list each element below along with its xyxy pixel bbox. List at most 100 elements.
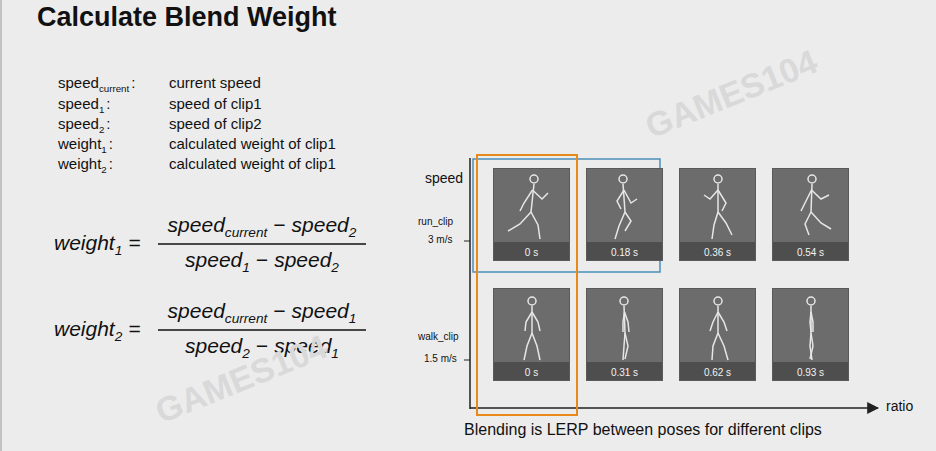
label-text: walk_clip xyxy=(418,331,459,342)
limb xyxy=(718,333,728,360)
limb xyxy=(623,312,625,332)
text-line: 1.5 m/s xyxy=(424,353,457,365)
text-line: speed1−speed2 xyxy=(185,247,339,277)
limb xyxy=(805,212,811,235)
pose-frame: 0.93 s xyxy=(772,288,849,381)
subscript: current xyxy=(99,83,129,94)
limb xyxy=(718,190,726,211)
limb xyxy=(801,190,812,211)
head xyxy=(619,175,627,183)
time-band: 0.36 s xyxy=(680,242,755,260)
limb xyxy=(625,312,630,332)
label-text: run_clip xyxy=(418,216,453,227)
axis-tick xyxy=(464,241,470,242)
limb xyxy=(531,306,533,333)
limb xyxy=(623,184,625,212)
caption: Blending is LERP between poses for diffe… xyxy=(464,420,822,439)
time-label: 0.62 s xyxy=(704,367,731,378)
text-line: run_clip xyxy=(418,216,453,228)
limb xyxy=(532,333,540,360)
limb xyxy=(810,333,813,359)
head xyxy=(808,175,816,183)
label-text: : xyxy=(131,74,135,91)
stick-figure xyxy=(773,289,848,363)
head xyxy=(714,297,722,305)
label-text: speed xyxy=(58,115,99,132)
limb xyxy=(524,333,532,360)
text-line: speed1: xyxy=(58,95,112,116)
limb xyxy=(718,212,732,235)
text-line: current speed xyxy=(169,74,261,92)
head xyxy=(530,175,538,183)
label-text: speed xyxy=(58,74,99,91)
pose-frame: 0.36 s xyxy=(679,168,756,261)
pose-frame: 0.62 s xyxy=(679,288,756,381)
limb xyxy=(617,190,624,209)
time-band: 0.93 s xyxy=(773,362,848,380)
time-band: 0 s xyxy=(494,362,569,380)
head xyxy=(714,175,722,183)
label-text: : xyxy=(106,115,110,132)
text-line: speedcurrent: xyxy=(58,74,137,95)
label-text: speed xyxy=(185,334,242,357)
limb xyxy=(812,190,830,199)
limb xyxy=(525,312,532,331)
label-text: speed of clip1 xyxy=(169,95,262,112)
pose-frame: 0 s xyxy=(493,288,570,381)
axis-tick xyxy=(464,360,470,361)
pose-frame: 0.31 s xyxy=(586,288,663,381)
time-band: 0.31 s xyxy=(587,362,662,380)
label-text: = xyxy=(128,317,140,340)
slide-edge xyxy=(1,0,2,451)
subscript: 1 xyxy=(115,243,123,258)
subscript: 1 xyxy=(101,144,106,155)
subscript: current xyxy=(225,225,267,240)
text-line: speed of clip1 xyxy=(169,95,262,113)
limb xyxy=(810,306,812,333)
text-line: speedcurrent−speed1 xyxy=(168,298,357,328)
time-band: 0.54 s xyxy=(773,242,848,260)
slide-title: Calculate Blend Weight xyxy=(37,1,337,33)
limb xyxy=(704,190,718,199)
fraction-bar xyxy=(158,329,366,331)
subscript: 2 xyxy=(101,164,106,175)
label-text: speed xyxy=(425,170,463,186)
label-text: − xyxy=(256,248,268,271)
subscript: 2 xyxy=(115,329,123,344)
subscript: 1 xyxy=(331,346,339,361)
label-text: − xyxy=(273,299,285,322)
label-text: 3 m/s xyxy=(428,234,452,245)
subscript: 1 xyxy=(242,260,250,275)
pose-frame: 0.18 s xyxy=(586,168,663,261)
label-text: weight xyxy=(58,135,101,152)
subscript: 1 xyxy=(349,311,357,326)
label-text: 1.5 m/s xyxy=(424,353,457,364)
time-label: 0.18 s xyxy=(611,247,638,258)
subscript: 2 xyxy=(99,124,104,135)
label-text: ratio xyxy=(886,398,913,414)
text-line: walk_clip xyxy=(418,331,459,343)
stick-figure xyxy=(587,169,662,243)
label-text: current speed xyxy=(169,74,261,91)
limb xyxy=(811,212,831,229)
label-text: speed xyxy=(185,248,242,271)
time-band: 0.62 s xyxy=(680,362,755,380)
label-text: − xyxy=(273,213,285,236)
label-text: speed xyxy=(168,213,225,236)
label-text: weight xyxy=(54,231,115,254)
limb xyxy=(625,333,628,359)
limb xyxy=(811,184,812,212)
head xyxy=(807,297,815,305)
stick-figure xyxy=(680,169,755,243)
limb xyxy=(625,212,631,231)
text-line: weight2: xyxy=(58,155,115,176)
stick-figure xyxy=(680,289,755,363)
label-text: calculated weight of clip1 xyxy=(169,155,336,172)
limb xyxy=(811,312,813,332)
label-text: : xyxy=(109,135,113,152)
x-axis xyxy=(470,407,878,409)
limb xyxy=(531,212,540,239)
watermark: GAMES104 xyxy=(640,42,823,146)
limb xyxy=(533,190,549,199)
time-label: 0 s xyxy=(525,247,538,258)
